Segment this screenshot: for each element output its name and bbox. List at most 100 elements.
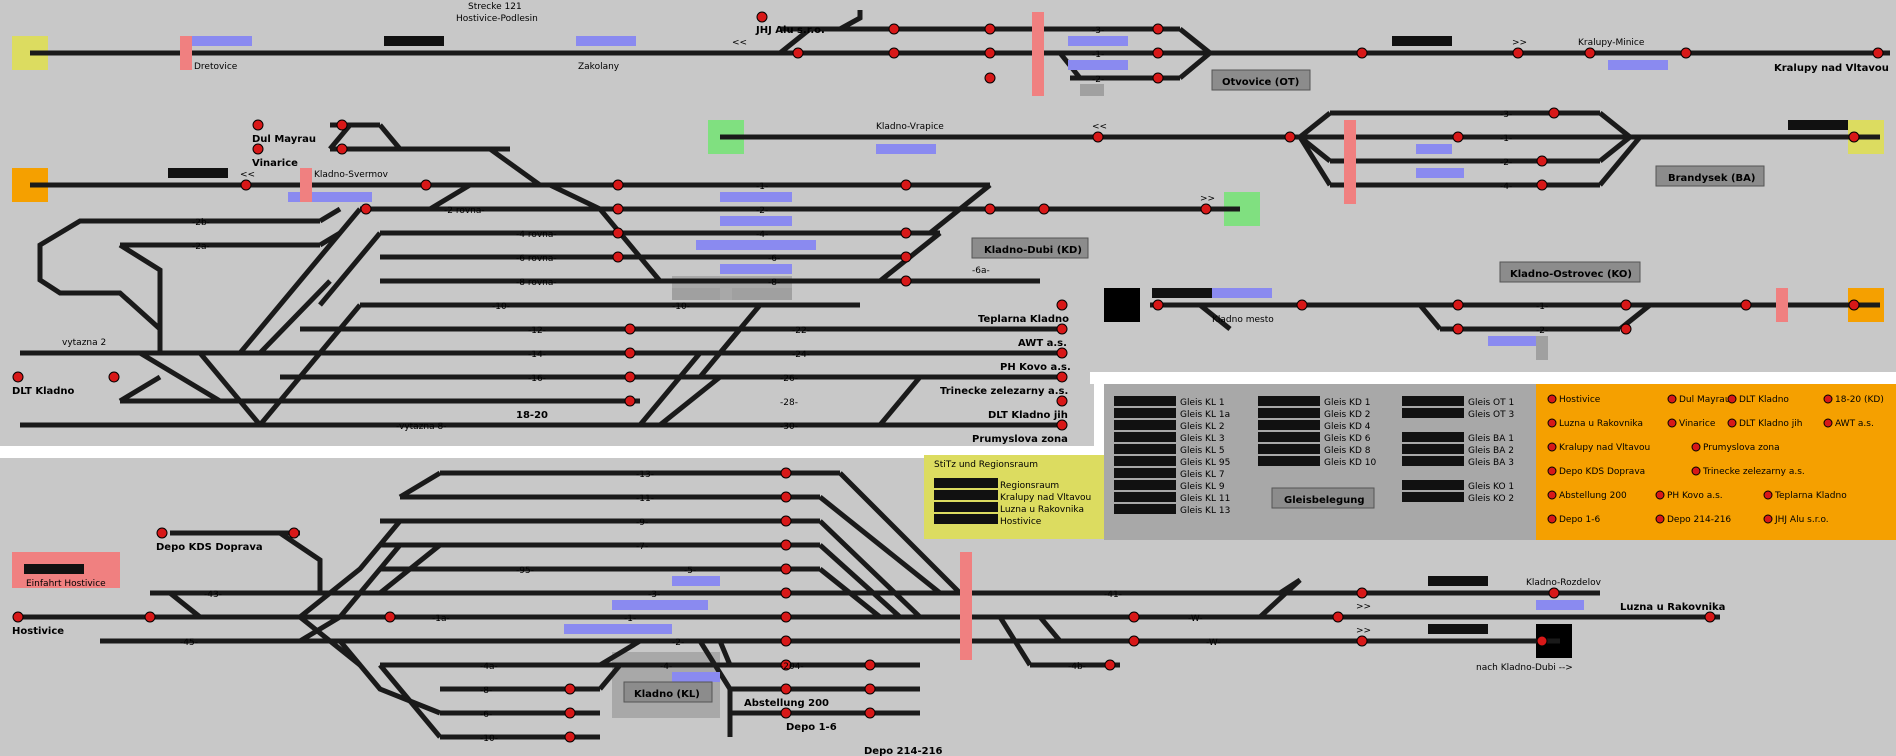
gleis-label: Gleis KL 9	[1180, 482, 1225, 492]
orange-item-label: PH Kovo a.s.	[1667, 491, 1723, 501]
signal-icon	[1823, 394, 1833, 404]
gleis-occupancy-bar	[1114, 492, 1176, 502]
gleis-label: Gleis OT 1	[1468, 398, 1514, 408]
gleis-row[interactable]: Gleis KD 8	[1258, 444, 1371, 456]
gleis-row[interactable]: Gleis KL 95	[1114, 456, 1230, 468]
arrow-right[interactable]: >>	[1512, 38, 1527, 48]
station-plates[interactable]: Otvovice (OT) Brandysek (BA) Kladno-Dubi…	[623, 69, 1765, 703]
orange-panel-item[interactable]: PH Kovo a.s.	[1655, 490, 1723, 501]
arrow-left[interactable]: <<	[732, 38, 747, 48]
label-jhj: JHJ Alu s.r.o.	[755, 25, 825, 36]
arrow-left[interactable]: <<	[1092, 122, 1107, 132]
arrow-right[interactable]: >>	[1356, 602, 1371, 612]
orange-panel	[1536, 384, 1896, 540]
svg-text:-1-: -1-	[1092, 50, 1104, 60]
arrow-right[interactable]: >>	[1356, 626, 1371, 636]
label-kladno-svermov: Kladno-Svermov	[314, 170, 389, 180]
svg-text:-2a-: -2a-	[192, 242, 210, 252]
orange-item-label: Kralupy nad Vltavou	[1559, 443, 1650, 453]
gleis-occupancy-bar	[1402, 432, 1464, 442]
svg-text:-14-: -14-	[528, 350, 546, 360]
orange-item-label: Depo KDS Doprava	[1559, 467, 1645, 477]
gleis-label: Gleis KL 2	[1180, 422, 1225, 432]
gleis-row[interactable]: Gleis KD 6	[1258, 432, 1371, 444]
gleis-row[interactable]: Gleis KL 1	[1114, 396, 1225, 408]
orange-panel-item[interactable]: Vinarice	[1667, 418, 1716, 429]
signal-icon	[1763, 490, 1773, 500]
label-abstellung: Abstellung 200	[744, 698, 829, 709]
gleis-row[interactable]: Gleis KL 9	[1114, 480, 1225, 492]
signals[interactable]	[12, 11, 1884, 743]
gleis-row[interactable]: Gleis KL 11	[1114, 492, 1230, 504]
gleis-label: Gleis KL 5	[1180, 446, 1225, 456]
svg-text:-3-: -3-	[648, 590, 660, 600]
gleis-row[interactable]: Gleis KD 2	[1258, 408, 1370, 420]
gleis-row[interactable]: Gleis KL 3	[1114, 432, 1225, 444]
gleis-row[interactable]: Gleis OT 3	[1402, 408, 1514, 420]
gleis-row[interactable]: Gleis KL 7	[1114, 468, 1225, 480]
occupancy-blocks	[180, 12, 1788, 682]
gleis-row[interactable]: Gleis KL 2	[1114, 420, 1225, 432]
orange-panel-item[interactable]: Depo KDS Doprava	[1547, 466, 1645, 477]
gleis-row[interactable]: Gleis KD 1	[1258, 396, 1370, 408]
gleis-occupancy-bar	[1258, 408, 1320, 418]
svg-text:-30-: -30-	[780, 422, 798, 432]
orange-item-label: Luzna u Rakovnika	[1559, 419, 1643, 429]
gleis-row[interactable]: Gleis KL 5	[1114, 444, 1225, 456]
gleis-label: Gleis KO 1	[1468, 482, 1514, 492]
gleis-title: Gleisbelegung	[1284, 495, 1365, 506]
signal-icon	[1823, 418, 1833, 428]
orange-panel-item[interactable]: JHJ Alu s.r.o.	[1763, 514, 1829, 525]
svg-text:-12-: -12-	[528, 326, 546, 336]
gleis-label: Gleis BA 1	[1468, 434, 1514, 444]
signal-icon	[1763, 514, 1773, 524]
gleis-row[interactable]: Gleis KL 13	[1114, 504, 1230, 516]
gleis-row[interactable]: Gleis KL 1a	[1114, 408, 1230, 420]
gleis-label: Gleis KD 10	[1324, 458, 1376, 468]
svg-text:Luzna u Rakovnika: Luzna u Rakovnika	[1000, 505, 1084, 515]
gleis-row[interactable]: Gleis KO 1	[1402, 480, 1514, 492]
svg-text:-2 rovna-: -2 rovna-	[444, 206, 485, 216]
orange-panel-item[interactable]: Depo 214-216	[1655, 514, 1731, 525]
label-18-20: 18-20	[516, 410, 548, 421]
label-dul-mayrau: Dul Mayrau	[252, 134, 316, 145]
exit-block-mesto[interactable]	[1104, 288, 1140, 322]
label-trinecke: Trinecke zelezarny a.s.	[940, 386, 1068, 397]
orange-panel-item[interactable]: Dul Mayrau	[1667, 394, 1731, 405]
arrow-right[interactable]: >>	[1200, 194, 1215, 204]
label-ph-kovo: PH Kovo a.s.	[1000, 362, 1071, 373]
gleis-row[interactable]: Gleis KD 4	[1258, 420, 1371, 432]
label-depo-kds: Depo KDS Doprava	[156, 542, 263, 553]
orange-panel-item[interactable]: Abstellung 200	[1547, 490, 1627, 501]
gleis-occupancy-bar	[1258, 396, 1320, 406]
orange-item-label: Vinarice	[1679, 419, 1716, 429]
orange-panel-item[interactable]: Prumyslova zona	[1691, 442, 1780, 453]
gleis-label: Gleis KD 1	[1324, 398, 1370, 408]
arrow-left[interactable]: <<	[240, 170, 255, 180]
orange-panel-item[interactable]: AWT a.s.	[1823, 418, 1874, 429]
gleis-row[interactable]: Gleis KO 2	[1402, 492, 1514, 504]
train-number-boxes[interactable]	[24, 36, 1848, 634]
gleis-row[interactable]: Gleis OT 1	[1402, 396, 1514, 408]
orange-panel-item[interactable]: Luzna u Rakovnika	[1547, 418, 1643, 429]
gleis-occupancy-bar	[1258, 420, 1320, 430]
label-luzna: Luzna u Rakovnika	[1620, 602, 1725, 613]
signal-icon	[1547, 394, 1557, 404]
gleis-row[interactable]: Gleis BA 3	[1402, 456, 1514, 468]
orange-panel-item[interactable]: Hostivice	[1547, 394, 1601, 405]
gleis-row[interactable]: Gleis KD 10	[1258, 456, 1376, 468]
gleis-row[interactable]: Gleis BA 2	[1402, 444, 1514, 456]
orange-panel-item[interactable]: DLT Kladno	[1727, 394, 1789, 405]
gleis-row[interactable]: Gleis BA 1	[1402, 432, 1514, 444]
orange-panel-item[interactable]: Teplarna Kladno	[1763, 490, 1847, 501]
orange-panel-item[interactable]: Depo 1-6	[1547, 514, 1601, 525]
orange-panel-item[interactable]: Kralupy nad Vltavou	[1547, 442, 1650, 453]
orange-panel-item[interactable]: 18-20 (KD)	[1823, 394, 1884, 405]
orange-panel-item[interactable]: DLT Kladno jih	[1727, 418, 1802, 429]
orange-panel-item[interactable]: Trinecke zelezarny a.s.	[1691, 466, 1805, 477]
label-awt: AWT a.s.	[1018, 338, 1067, 349]
svg-text:-8-: -8-	[480, 686, 492, 696]
gleis-label: Gleis KD 8	[1324, 446, 1371, 456]
